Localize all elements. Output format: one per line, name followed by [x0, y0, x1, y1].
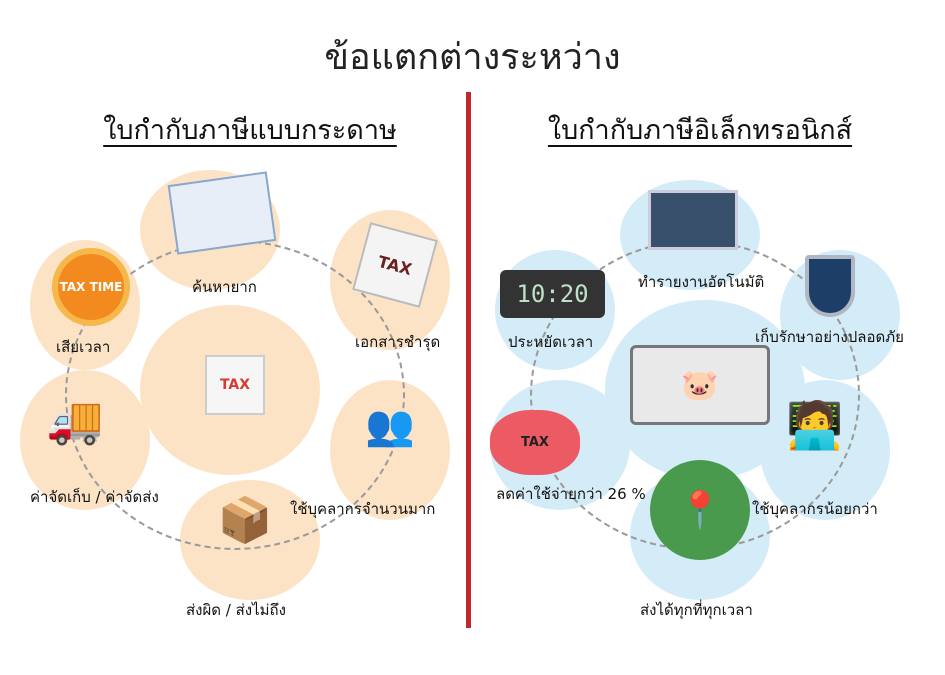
- label-time-wasting: เสียเวลา: [56, 338, 111, 356]
- globe-location-icon: 📍: [650, 460, 750, 560]
- tax-form-icon: TAX: [205, 355, 265, 415]
- truck-money-icon: 🚚: [46, 392, 104, 447]
- document-search-icon: [167, 171, 277, 255]
- label-fewer-staff: ใช้บุคลากรน้อยกว่า: [752, 500, 878, 518]
- clock-display: 10:20: [516, 280, 589, 308]
- label-send-anywhere: ส่งได้ทุกที่ทุกเวลา: [640, 601, 753, 619]
- label-damaged-documents: เอกสารชำรุด: [355, 333, 441, 351]
- divider: [466, 92, 471, 628]
- shield-icon: [805, 255, 855, 317]
- piggy-text: TAX: [521, 435, 549, 450]
- laptop-report-icon: [648, 190, 738, 250]
- label-secure-storage: เก็บรักษาอย่างปลอดภัย: [755, 328, 904, 346]
- label-auto-report: ทำรายงานอัตโนมัติ: [638, 273, 765, 291]
- right-heading: ใบกำกับภาษีอิเล็กทรอนิกส์: [547, 115, 853, 146]
- label-time-saving: ประหยัดเวลา: [508, 333, 594, 351]
- label-storage-shipping-cost: ค่าจัดเก็บ / ค่าจัดส่ง: [30, 488, 159, 506]
- tax-form-text: TAX: [219, 377, 251, 393]
- label-wrong-delivery: ส่งผิด / ส่งไม่ถึง: [186, 601, 286, 619]
- piggy-bank-icon: TAX: [490, 410, 580, 475]
- delivery-people-icon: 📦: [217, 495, 273, 546]
- label-many-staff: ใช้บุคลากรจำนวนมาก: [290, 500, 436, 518]
- digital-clock-icon: 10:20: [500, 270, 605, 318]
- tablet-piggy-icon: 🐷: [630, 345, 770, 425]
- label-hard-to-find: ค้นหายาก: [192, 278, 257, 296]
- page-title: ข้อแตกต่างระหว่าง: [324, 37, 621, 78]
- person-computer-icon: 🧑‍💻: [786, 397, 844, 452]
- alarm-clock-icon: TAX TIME: [52, 248, 130, 326]
- clock-text: TAX TIME: [59, 280, 123, 294]
- people-icon: 👥: [365, 402, 415, 449]
- doc-text: TAX: [375, 251, 415, 279]
- left-heading: ใบกำกับภาษีแบบกระดาษ: [103, 115, 397, 146]
- label-cost-reduction: ลดค่าใช้จ่ายกว่า 26 %: [496, 485, 646, 503]
